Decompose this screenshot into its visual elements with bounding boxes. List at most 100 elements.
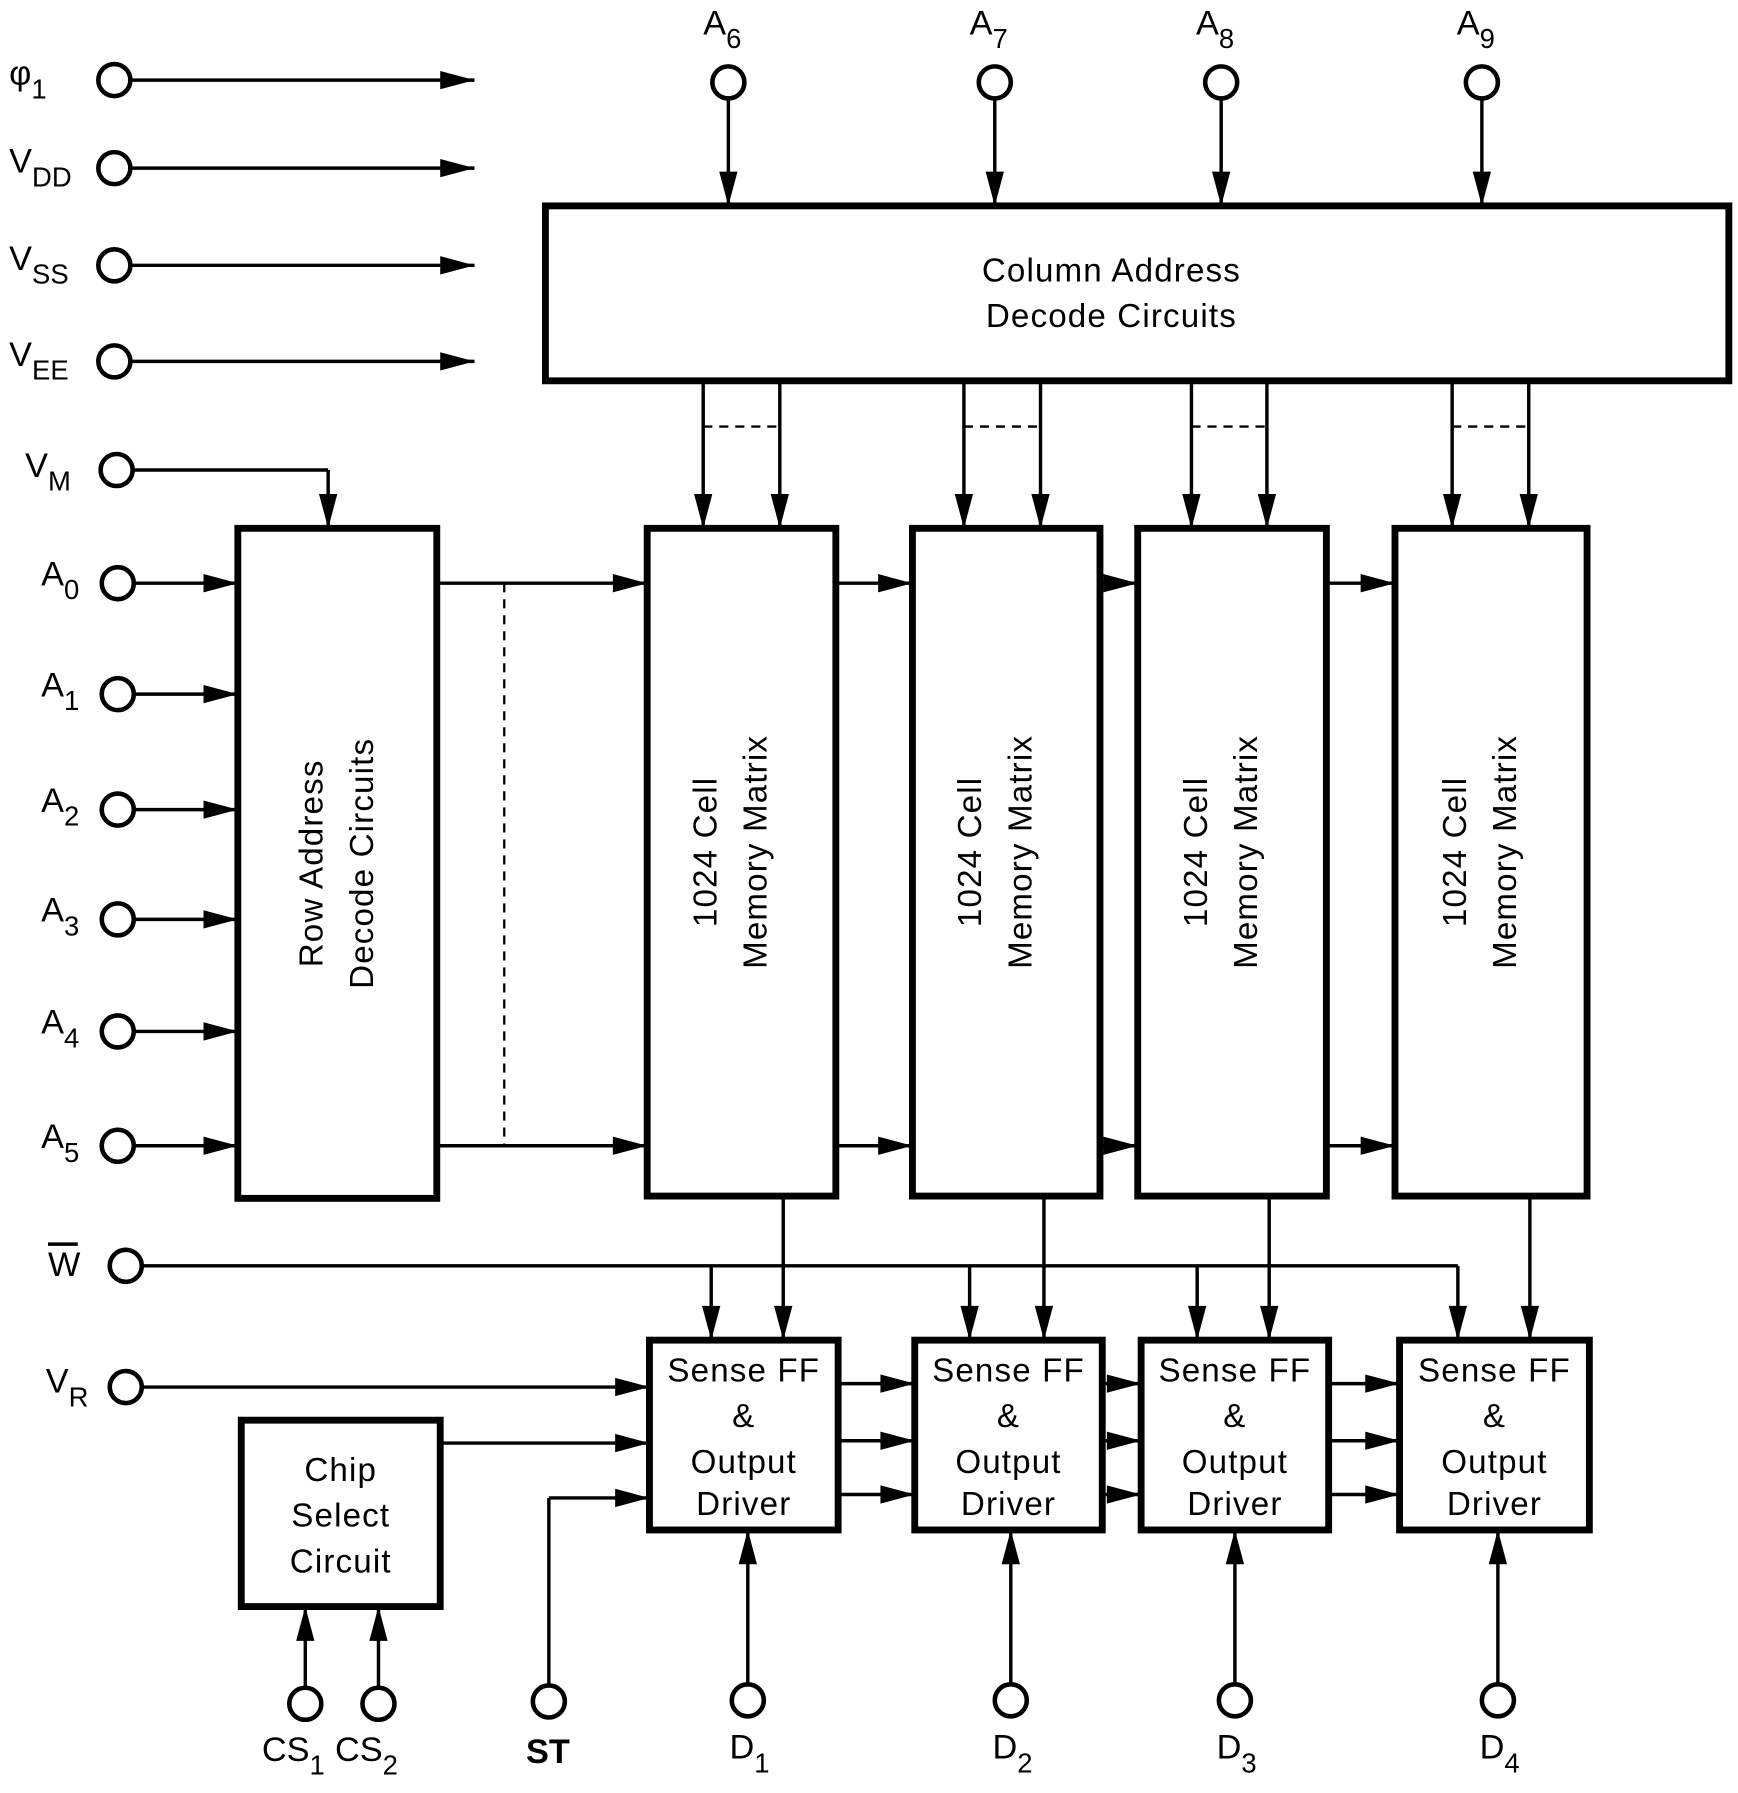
row-address-pin-a3[interactable] (99, 901, 137, 938)
memory-matrix-3 (1134, 524, 1330, 1200)
arrowhead-icon (702, 1305, 721, 1341)
chip-select-pin-cs2[interactable] (360, 1685, 397, 1723)
data-label-d3: D3 (1217, 1729, 1257, 1779)
row-address-label-a3: A3 (41, 892, 79, 942)
sense-block-text-l3: Output (1441, 1444, 1547, 1481)
chip-select-label-cs2: CS2 (335, 1731, 398, 1781)
column-address-label-a7: A7 (970, 4, 1008, 54)
arrowhead-icon (878, 1136, 913, 1155)
arrowhead-icon (1448, 1305, 1468, 1341)
arrowhead-icon (1188, 1305, 1207, 1341)
memory-matrix-line1: 1024 Cell (1437, 777, 1474, 927)
row-address-label-a2-subscript: 2 (64, 801, 79, 832)
data-pin-d1[interactable] (729, 1682, 767, 1719)
power-pin-1[interactable] (96, 149, 133, 187)
power-pin-2[interactable] (96, 247, 133, 284)
data-label-d3-subscript: 3 (1241, 1747, 1256, 1778)
row-decoder-line1: Row Address (293, 759, 330, 967)
memory-matrix-2 (909, 524, 1104, 1200)
arrowhead-icon (440, 70, 475, 90)
arrowhead-icon (319, 494, 338, 529)
chip-select-line1: Chip (304, 1452, 377, 1489)
arrowhead-icon (1001, 1529, 1020, 1565)
data-pin-d3[interactable] (1216, 1682, 1254, 1719)
arrowhead-icon (369, 1606, 388, 1641)
vr-label: VR (46, 1363, 89, 1413)
memory-matrix-line1: 1024 Cell (687, 777, 724, 927)
vr-pin[interactable] (107, 1368, 145, 1406)
arrowhead-icon (1182, 494, 1201, 529)
arrowhead-icon (1212, 171, 1231, 206)
arrowhead-icon (1365, 1374, 1400, 1393)
column-decoder-line1: Column Address (982, 252, 1241, 289)
strobe-pin[interactable] (530, 1683, 568, 1720)
power-pin-3[interactable] (96, 343, 133, 380)
arrowhead-icon (880, 1374, 915, 1393)
sense-ff-output-driver-4 (1396, 1336, 1593, 1534)
arrowhead-icon (880, 1431, 915, 1450)
memory-matrix-line2: Memory Matrix (1228, 735, 1265, 969)
row-address-label-a5: A5 (41, 1118, 79, 1168)
power-pin-label-0-subscript: 1 (31, 73, 46, 104)
arrowhead-icon (203, 684, 238, 704)
column-address-pin-a9[interactable] (1463, 64, 1501, 101)
arrowhead-icon (1488, 1529, 1508, 1565)
vm-pin[interactable] (98, 451, 135, 489)
column-address-pin-a8[interactable] (1202, 64, 1240, 101)
power-pin-label-2-main: V (9, 240, 32, 278)
sense-block-text-l1: Sense FF (1418, 1352, 1571, 1389)
arrowhead-icon (203, 910, 238, 929)
data-label-d2: D2 (992, 1729, 1032, 1779)
power-pin-label-1-subscript: DD (32, 161, 72, 192)
column-address-label-a9: A9 (1457, 4, 1495, 54)
arrowhead-icon (960, 1305, 979, 1341)
data-pin-d2[interactable] (992, 1682, 1030, 1719)
sense-block-text-l1: Sense FF (667, 1352, 820, 1389)
arrowhead-icon (1442, 494, 1462, 529)
arrowhead-icon (1106, 1374, 1142, 1393)
arrowhead-icon (1519, 494, 1538, 529)
data-label-d2-main: D (992, 1729, 1017, 1767)
arrowhead-icon (1360, 574, 1395, 593)
arrowhead-icon (1365, 1485, 1400, 1504)
power-pin-0[interactable] (96, 61, 133, 99)
data-label-d1: D1 (730, 1729, 770, 1779)
row-address-pin-a5[interactable] (99, 1127, 137, 1165)
arrowhead-icon (985, 171, 1004, 206)
data-label-d4-subscript: 4 (1504, 1747, 1519, 1778)
row-address-label-a4: A4 (41, 1004, 79, 1054)
row-address-label-a5-subscript: 5 (64, 1137, 79, 1168)
arrowhead-icon (1103, 1136, 1138, 1155)
data-pin-d4[interactable] (1479, 1682, 1517, 1719)
arrowhead-icon (440, 352, 475, 371)
write-enable-pin[interactable] (107, 1247, 145, 1285)
data-label-d3-main: D (1217, 1729, 1242, 1767)
row-address-pin-a4[interactable] (99, 1013, 137, 1050)
row-address-pin-a1[interactable] (99, 675, 137, 713)
arrowhead-icon (1520, 1305, 1540, 1341)
data-label-d4-main: D (1480, 1729, 1505, 1767)
column-address-decoder (541, 202, 1733, 385)
vm-label-main: V (25, 447, 48, 485)
arrowhead-icon (1260, 1305, 1279, 1341)
chip-select-label-cs1-subscript: 1 (309, 1750, 324, 1781)
row-address-label-a1-main: A (41, 666, 64, 704)
sense-block-text-l2: & (997, 1398, 1020, 1435)
column-address-pin-a7[interactable] (976, 64, 1014, 101)
arrowhead-icon (296, 1606, 315, 1641)
arrowhead-icon (615, 1488, 650, 1508)
column-decoder-line2: Decode Circuits (986, 298, 1237, 335)
memory-matrix-1 (643, 524, 840, 1200)
row-address-pin-a0[interactable] (99, 564, 137, 602)
arrowhead-icon (1257, 494, 1277, 529)
strobe-label: ST (526, 1733, 570, 1771)
row-address-label-a5-main: A (41, 1118, 64, 1156)
chip-select-pin-cs1[interactable] (286, 1685, 324, 1723)
row-decoder-line2: Decode Circuits (344, 738, 381, 989)
row-address-pin-a2[interactable] (99, 791, 137, 828)
sense-block-text-l3: Output (691, 1444, 797, 1481)
data-label-d1-main: D (730, 1729, 755, 1767)
column-address-pin-a6[interactable] (710, 64, 747, 101)
arrowhead-icon (738, 1529, 757, 1565)
column-address-label-a9-main: A (1457, 4, 1480, 42)
